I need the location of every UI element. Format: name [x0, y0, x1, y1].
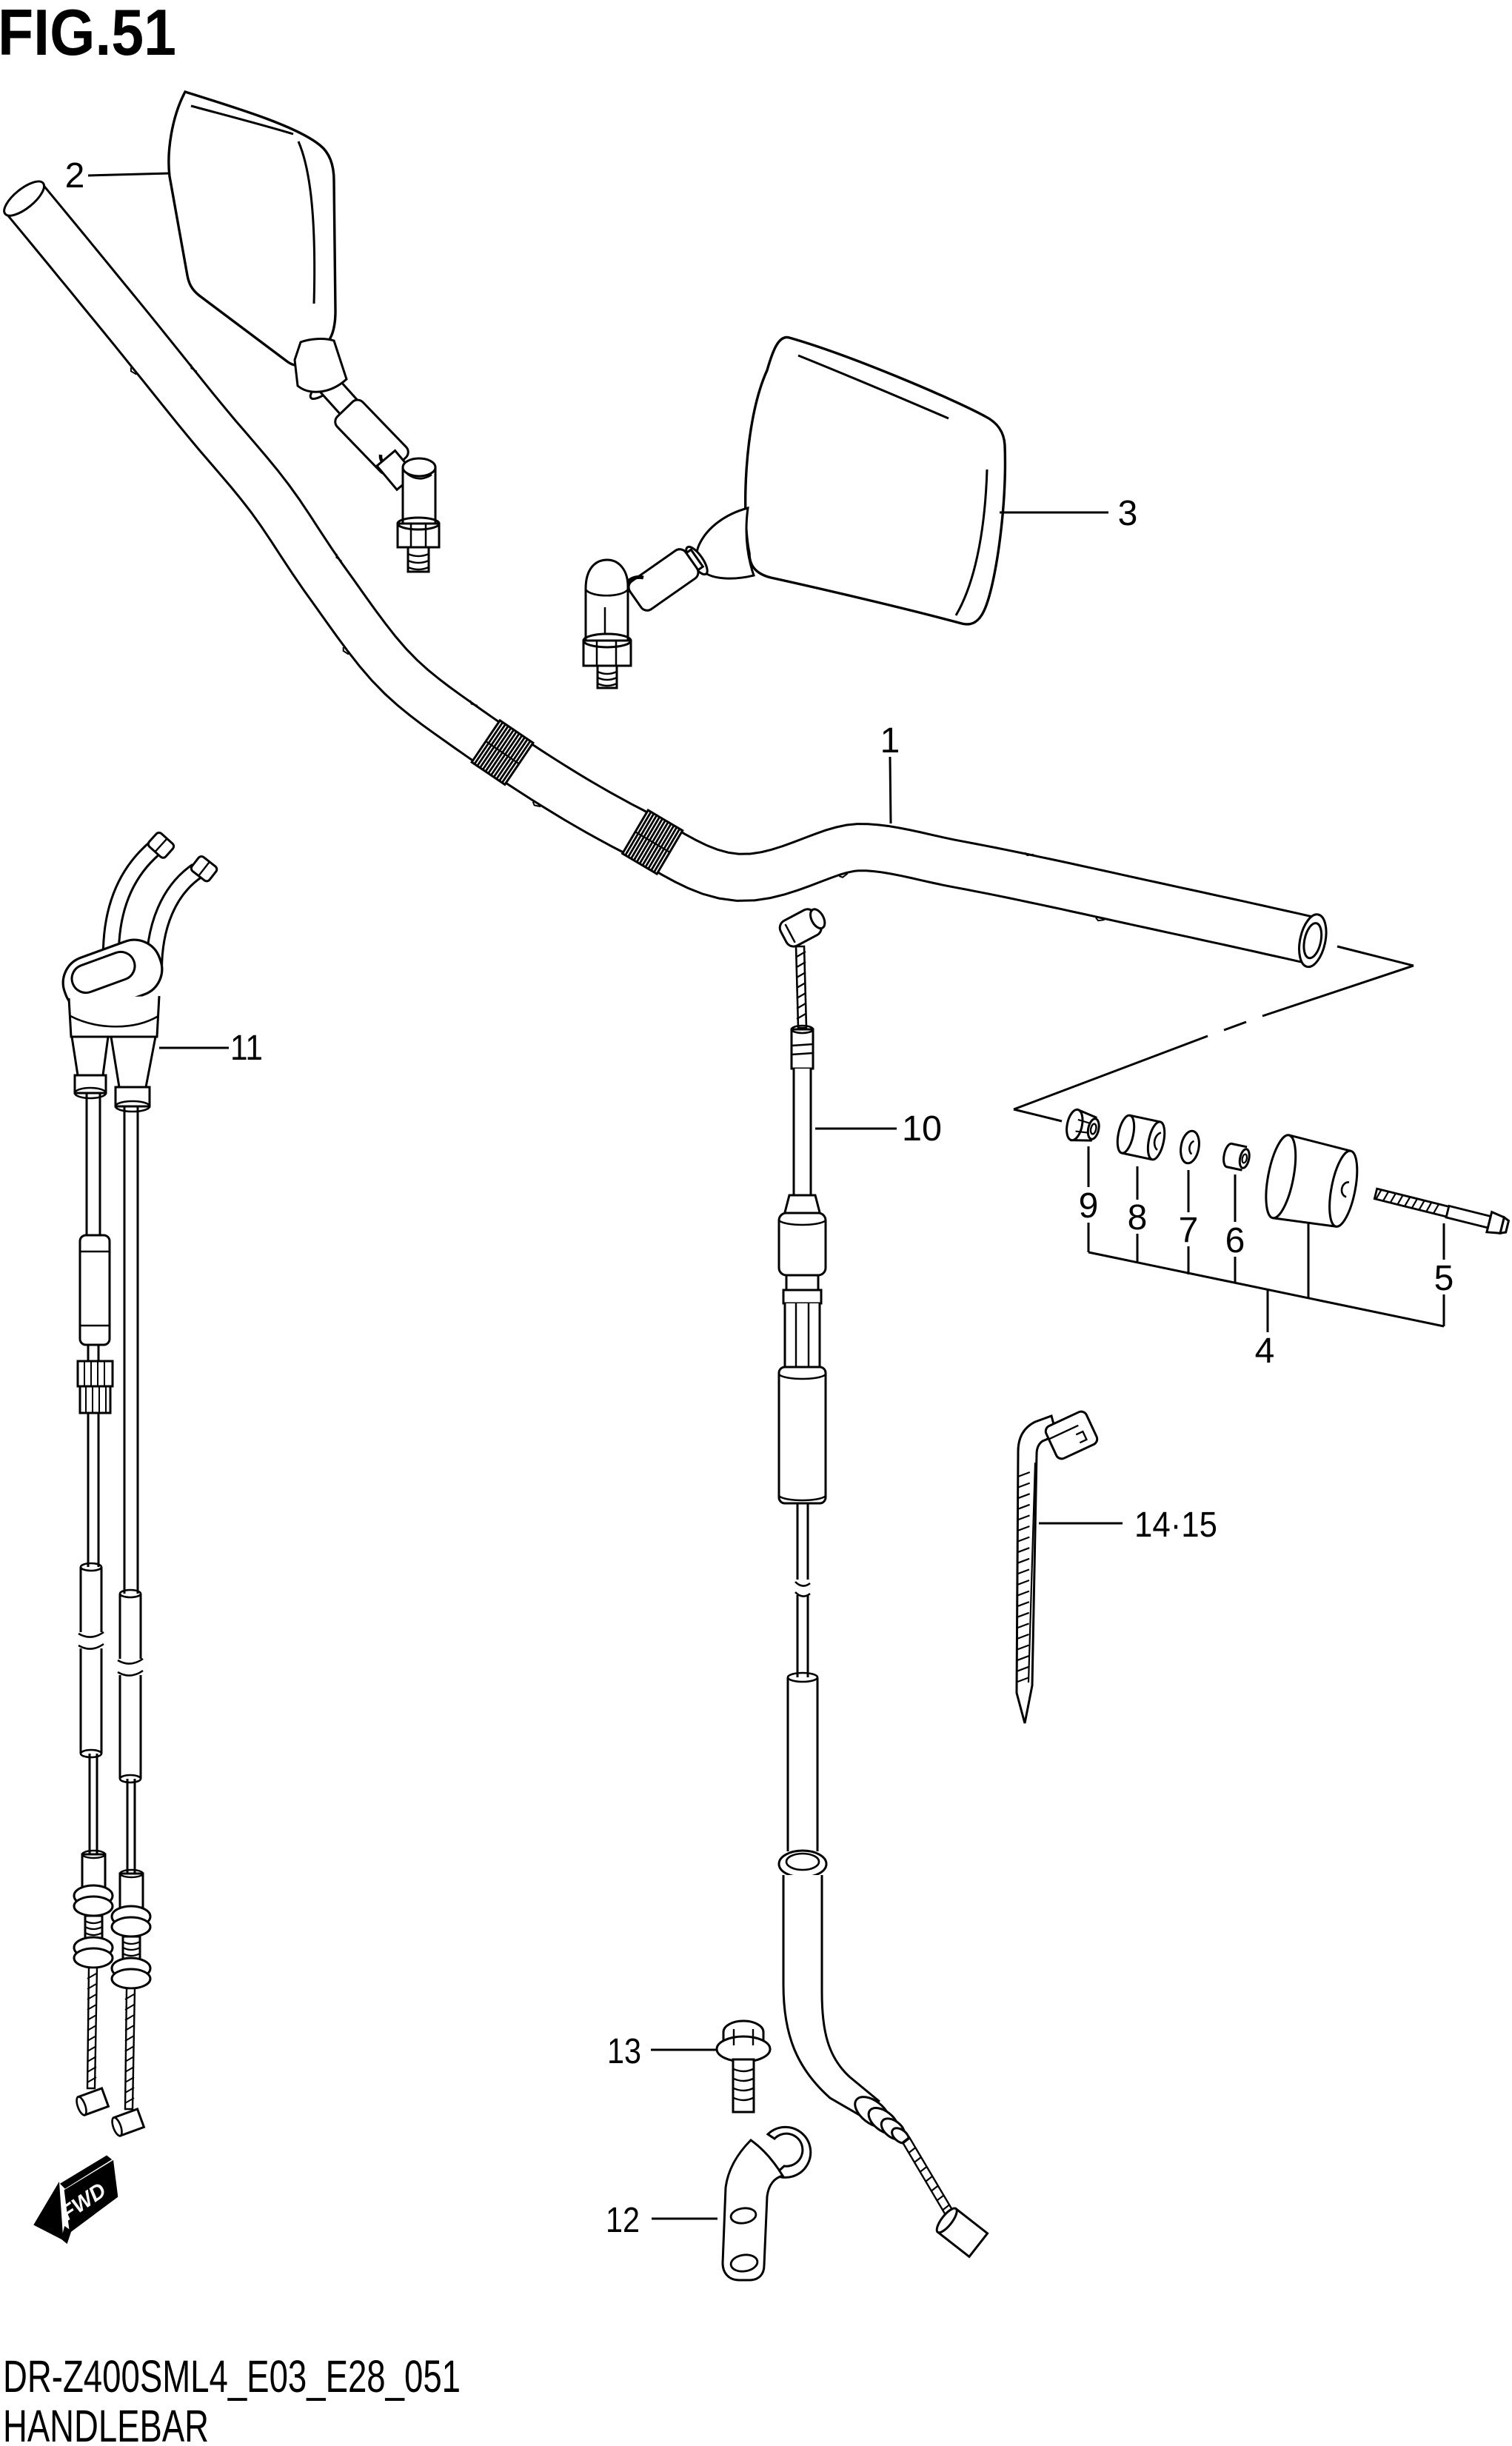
svg-text:11: 11: [230, 1029, 263, 1068]
svg-text:14·15: 14·15: [1134, 1506, 1217, 1545]
svg-text:13: 13: [607, 2032, 641, 2071]
svg-text:4: 4: [1255, 1331, 1275, 1371]
svg-text:DR-Z400SML4_E03_E28_051: DR-Z400SML4_E03_E28_051: [3, 2351, 461, 2402]
svg-text:HANDLEBAR: HANDLEBAR: [3, 2401, 209, 2446]
svg-text:7: 7: [1179, 1211, 1199, 1250]
svg-text:3: 3: [1118, 494, 1138, 533]
svg-text:1: 1: [880, 721, 900, 761]
svg-text:10: 10: [902, 1109, 942, 1149]
svg-text:8: 8: [1128, 1198, 1148, 1237]
svg-text:6: 6: [1225, 1221, 1245, 1260]
svg-text:2: 2: [65, 156, 85, 196]
svg-text:9: 9: [1079, 1186, 1099, 1226]
svg-text:FIG.51: FIG.51: [0, 0, 176, 69]
svg-text:5: 5: [1434, 1259, 1454, 1298]
svg-text:12: 12: [606, 2201, 640, 2240]
